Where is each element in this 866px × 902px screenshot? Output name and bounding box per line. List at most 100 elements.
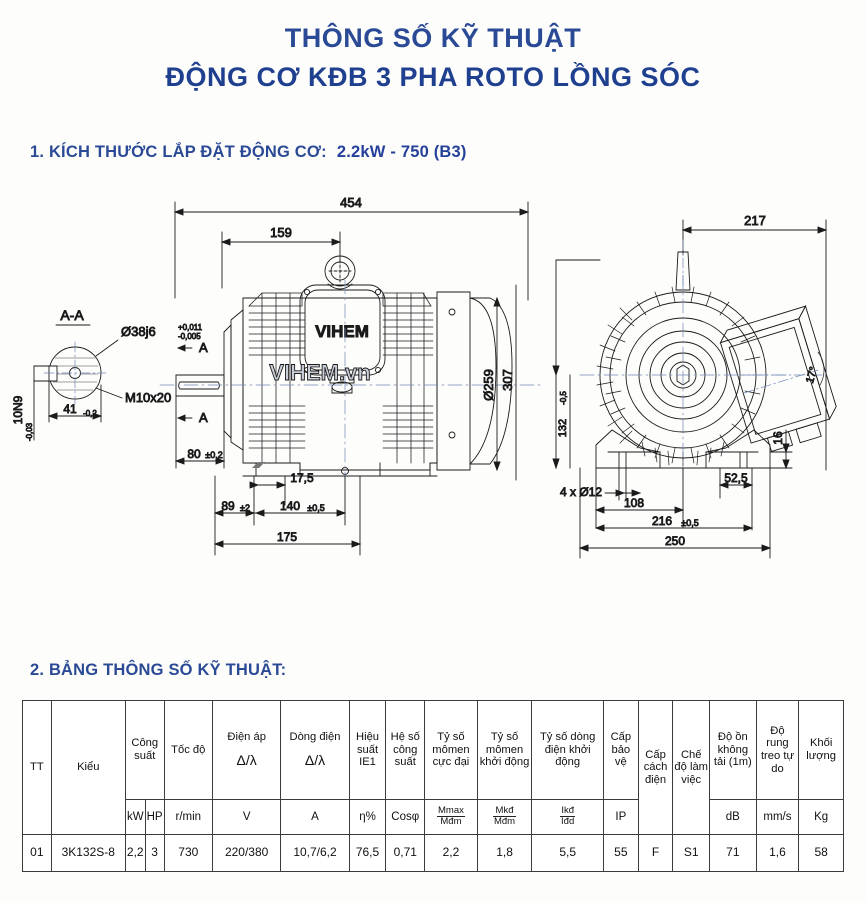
unit-mkd-den: Mđm	[493, 816, 516, 828]
dim-16: 16	[771, 431, 785, 445]
unit-mkd-num: Mkđ	[492, 806, 517, 818]
technical-drawing: 454 159	[0, 180, 866, 600]
unit-ikd-den: Iđd	[561, 816, 575, 828]
cell-mkd: 1,8	[476, 834, 533, 872]
col-header-dien-ap-label: Điện áp	[227, 731, 266, 744]
unit-a: A	[280, 799, 350, 835]
col-header-do-rung: Độ rung treo tự do	[755, 700, 800, 800]
col-header-toc-do: Tốc độ	[163, 700, 213, 800]
unit-hp: HP	[144, 799, 165, 835]
dim-108: 108	[624, 496, 644, 510]
col-header-dong-dien-label: Dòng điện	[289, 731, 341, 744]
unit-mmax-den: Mđm	[440, 816, 462, 828]
cell-rmin: 730	[163, 834, 213, 872]
dim-159: 159	[270, 225, 292, 240]
document-title: THÔNG SỐ KỸ THUẬT ĐỘNG CƠ KĐB 3 PHA ROTO…	[0, 0, 866, 95]
table-units-row: kW HP r/min V A η% Cosφ Mmax Mđm Mkđ Mđm	[23, 799, 844, 835]
table-header-row: TT Kiểu Công suất Tốc độ Điện áp Δ/λ Dòn…	[22, 700, 844, 835]
col-header-cap-cach-dien: Cấp cách điện	[637, 700, 674, 835]
dim-250: 250	[665, 534, 685, 548]
col-header-do-on: Độ ồn không tải (1m)	[709, 700, 757, 800]
cell-kw: 2,2	[124, 834, 146, 872]
cell-ikd: 5,5	[531, 834, 604, 872]
unit-v: V	[211, 799, 282, 835]
dim-80-tol: ±0,2	[205, 450, 222, 460]
unit-mkd-ratio: Mkđ Mđm	[476, 799, 533, 835]
cell-duty: S1	[672, 834, 711, 872]
dim-shaft-tol-upper: +0,011	[178, 323, 203, 332]
cell-ip: 55	[603, 834, 639, 872]
col-header-ty-so-momen-cuc-dai: Tỷ số mômen cực đại	[424, 700, 478, 800]
dim-holes: 4 x Ø12	[560, 485, 602, 499]
dim-89: 89	[221, 499, 235, 513]
dim-key-width-tol: -0,03	[25, 422, 34, 441]
watermark-text: VIHEM.vn	[269, 360, 370, 385]
dien-ap-symbol: Δ/λ	[236, 751, 257, 768]
cell-mmax: 2,2	[424, 834, 478, 872]
col-header-dien-ap: Điện áp Δ/λ	[211, 700, 282, 800]
col-header-kieu: Kiểu	[50, 700, 126, 835]
unit-rmin: r/min	[163, 799, 213, 835]
title-line-1: THÔNG SỐ KỸ THUẬT	[284, 23, 582, 53]
spec-table: TT Kiểu Công suất Tốc độ Điện áp Δ/λ Dòn…	[22, 700, 844, 872]
dim-41: 41	[63, 402, 77, 416]
section-aa-label: A-A	[60, 307, 84, 323]
cell-tt: 01	[22, 834, 52, 872]
col-header-dong-dien: Dòng điện Δ/λ	[280, 700, 350, 800]
dim-80: 80	[187, 447, 201, 461]
cell-a: 10,7/6,2	[280, 834, 350, 872]
dim-41-tol: -0,2	[83, 409, 97, 418]
cell-noise: 71	[709, 834, 757, 872]
col-header-cap-bao-ve: Cấp bảo vệ	[603, 700, 639, 800]
col-header-khoi-luong: Khối lượng	[798, 700, 844, 800]
dim-shaft-diameter: Ø38j6	[121, 324, 156, 339]
dim-89-tol: ±2	[240, 503, 250, 513]
cell-weight: 58	[798, 834, 844, 872]
unit-ikd-num: Ikđ	[560, 805, 576, 818]
dim-17-5: 17,5	[290, 471, 314, 485]
title-line-2: ĐỘNG CƠ KĐB 3 PHA ROTO LỒNG SÓC	[165, 61, 701, 92]
section-arrow-top: A	[199, 340, 208, 355]
dim-217: 217	[744, 213, 766, 228]
dim-140-tol: ±0,5	[307, 503, 324, 513]
dim-216: 216	[652, 514, 672, 528]
col-header-hieu-suat: Hiệu suất IE1	[348, 700, 387, 800]
unit-kg: Kg	[798, 799, 844, 835]
section-1-heading: 1. KÍCH THƯỚC LẮP ĐẶT ĐỘNG CƠ:2.2kW - 75…	[30, 143, 467, 162]
cell-v: 220/380	[211, 834, 282, 872]
col-header-cong-suat: Công suất	[124, 700, 165, 800]
unit-mmax-num: Mmax	[437, 805, 465, 818]
col-header-che-do-lam-viec: Chế độ làm việc	[672, 700, 711, 835]
cell-eta: 76,5	[348, 834, 387, 872]
cell-kieu: 3K132S-8	[50, 834, 126, 872]
dim-140: 140	[280, 499, 300, 513]
unit-ip: IP	[603, 799, 639, 835]
table-row: 01 3K132S-8 2,2 3 730 220/380 10,7/6,2 7…	[22, 834, 844, 872]
dim-132: 132	[557, 419, 569, 437]
cell-cos: 0,71	[385, 834, 426, 872]
dim-angle-17: 17°	[804, 365, 820, 384]
unit-ikd-ratio: Ikđ Iđd	[531, 799, 604, 835]
unit-cos: Cosφ	[385, 799, 426, 835]
unit-db: dB	[709, 799, 757, 835]
dim-52-5: 52,5	[724, 471, 748, 485]
dong-dien-symbol: Δ/λ	[304, 751, 326, 768]
dim-key-width: 10N9	[11, 395, 25, 424]
dim-175: 175	[277, 530, 297, 544]
dim-454: 454	[340, 195, 362, 210]
cell-vib: 1,6	[755, 834, 800, 872]
section-1-label: 1. KÍCH THƯỚC LẮP ĐẶT ĐỘNG CƠ:	[30, 143, 327, 161]
dim-132-tol: -0,5	[559, 391, 568, 405]
dim-shaft-tol-lower: -0,005	[178, 332, 201, 341]
brand-plate-text: VIHEM	[315, 322, 369, 341]
col-header-ty-so-momen-khoi-dong: Tỷ số mômen khởi động	[476, 700, 533, 800]
dim-dia-259: Ø259	[481, 369, 496, 401]
col-header-he-so-cong-suat: Hệ số công suất	[385, 700, 426, 800]
unit-kw: kW	[124, 799, 146, 835]
unit-mms: mm/s	[755, 799, 800, 835]
dim-307: 307	[500, 369, 515, 391]
dim-thread: M10x20	[125, 390, 171, 405]
section-arrow-bottom: A	[199, 410, 208, 425]
col-header-tt: TT	[22, 700, 52, 835]
